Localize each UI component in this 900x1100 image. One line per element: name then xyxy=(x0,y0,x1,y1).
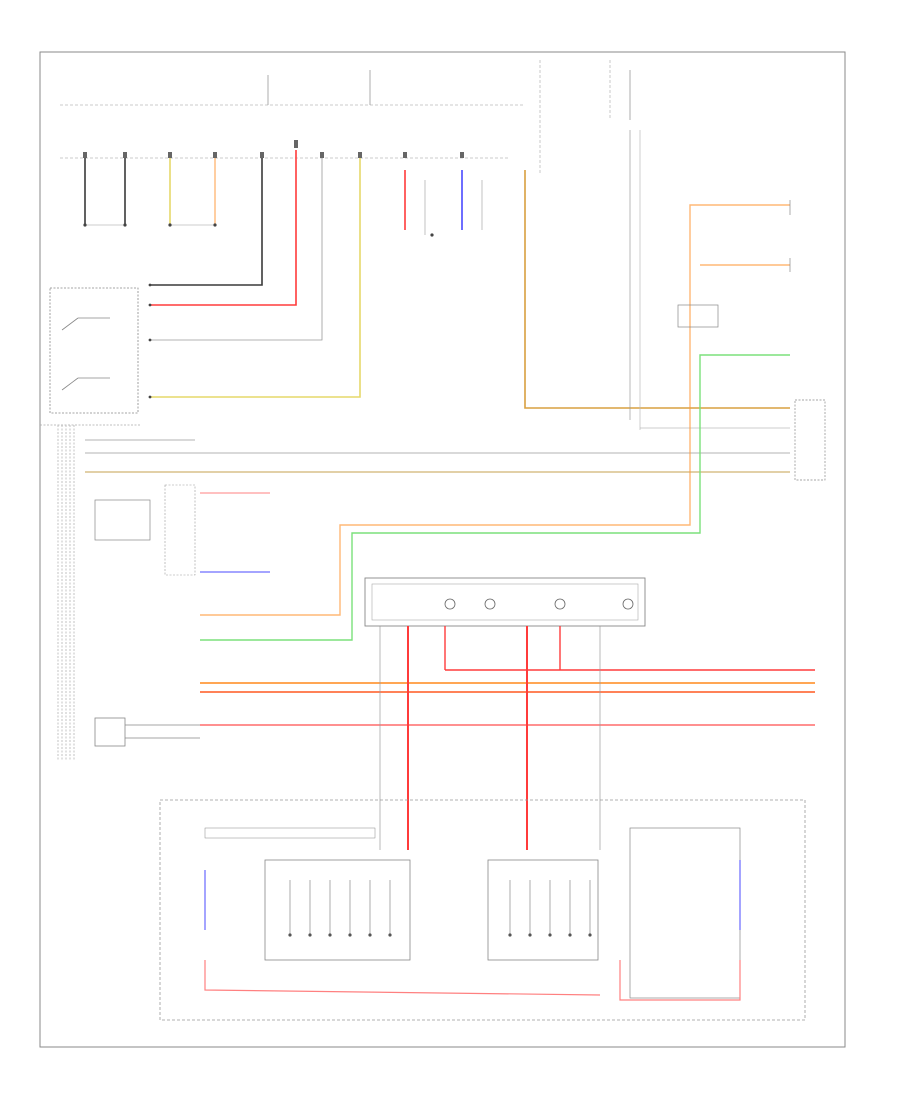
left-dashed-harness xyxy=(40,424,140,760)
signal-loops xyxy=(200,204,790,641)
relay-block xyxy=(364,577,646,627)
fuse-marks xyxy=(83,140,464,158)
lower-connector xyxy=(94,717,200,747)
fuse-drops xyxy=(84,150,483,398)
connector-dots xyxy=(83,223,434,399)
right-components xyxy=(629,130,826,481)
colored-bus xyxy=(200,626,815,850)
page-frame xyxy=(39,51,846,1048)
instrument-cluster xyxy=(159,799,806,1021)
headlight-switch xyxy=(49,287,139,414)
center-left-terminals xyxy=(94,484,270,576)
main-harness-horizontals xyxy=(85,170,790,473)
power-bus xyxy=(60,60,631,175)
